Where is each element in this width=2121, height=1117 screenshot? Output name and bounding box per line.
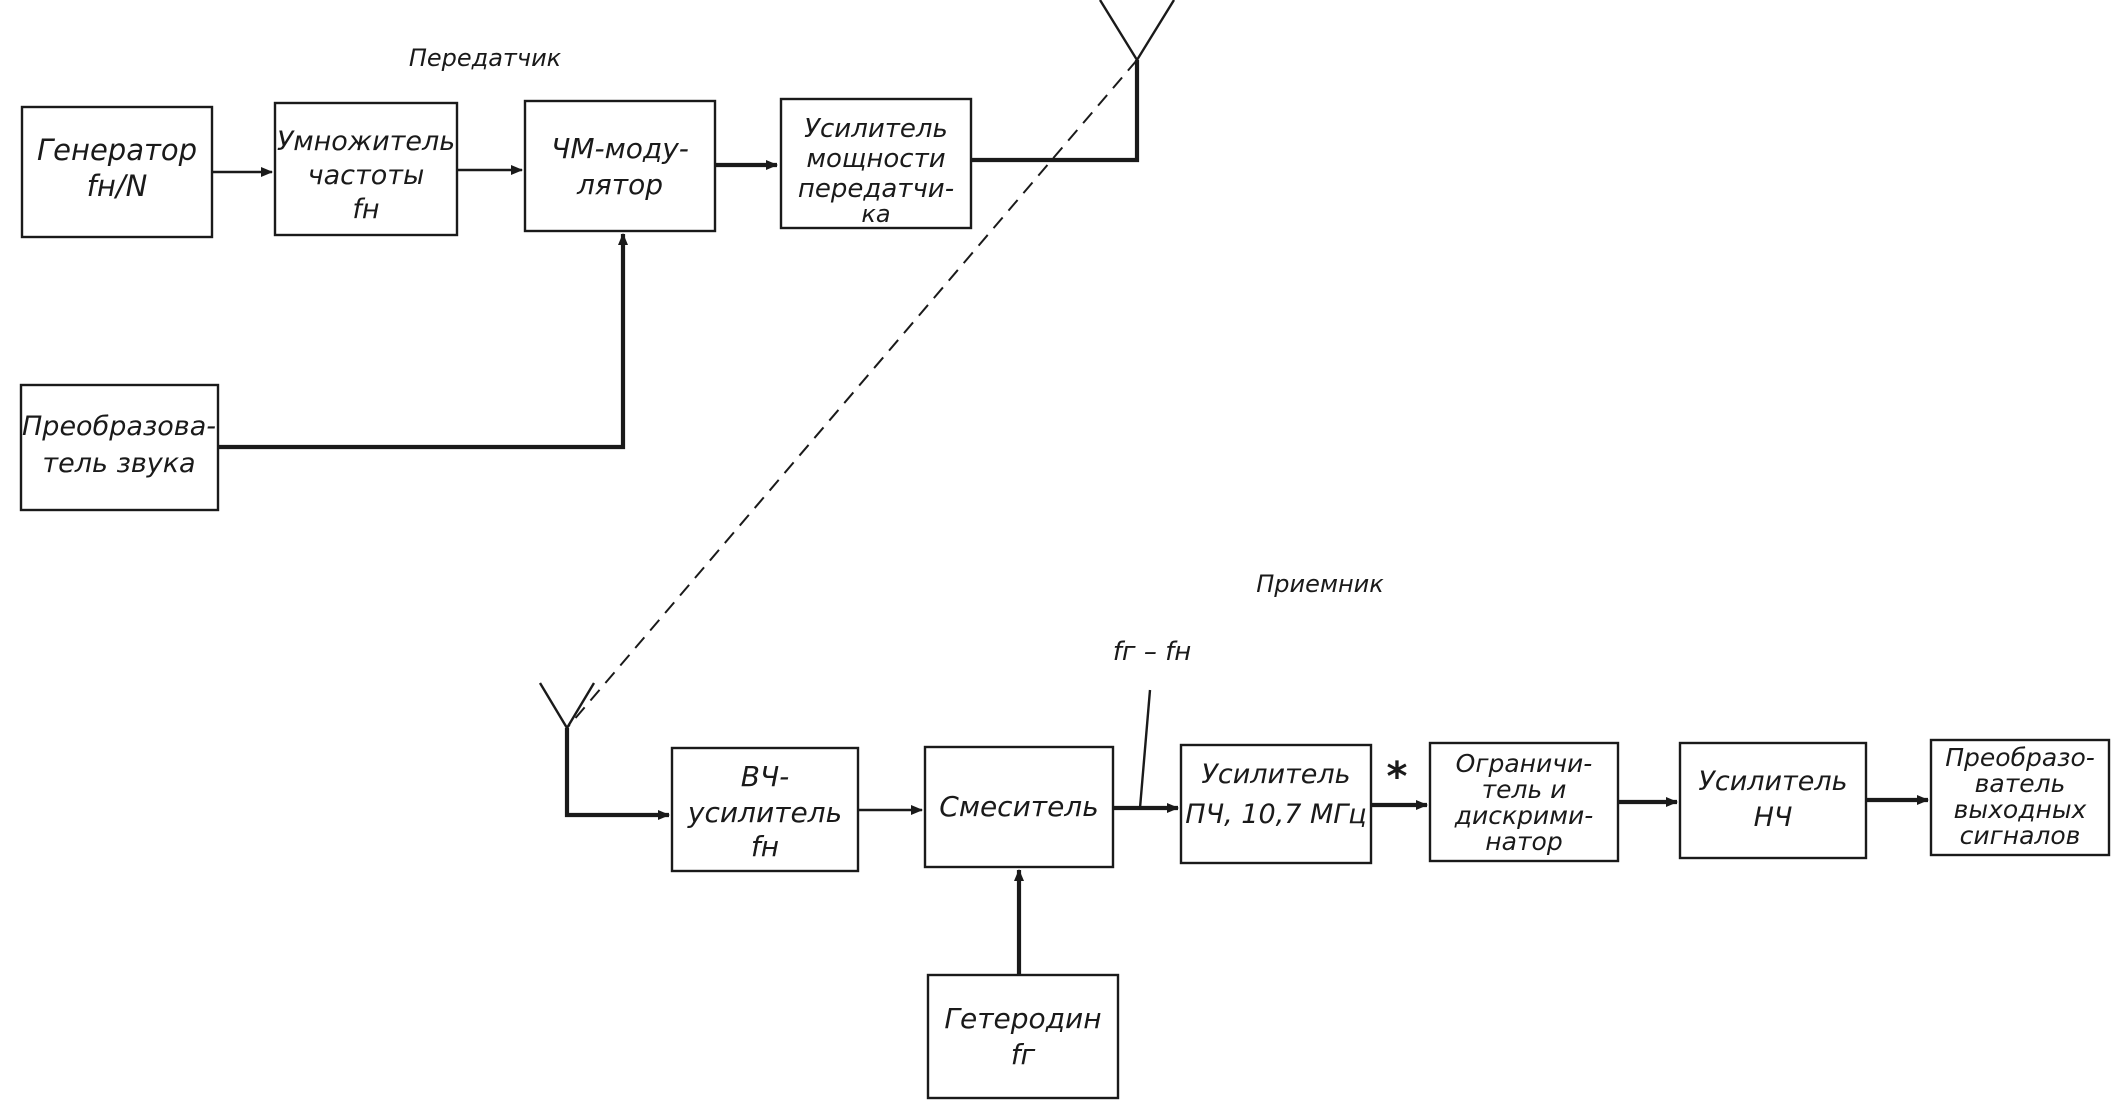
transmit-antenna-icon — [1098, 0, 1176, 63]
generator-label-2: fн/N — [87, 169, 148, 203]
rf-amp-label-1: ВЧ- — [741, 760, 790, 793]
asterisk-marker: * — [1387, 754, 1408, 800]
output-converter-label-3: выходных — [1954, 795, 2087, 824]
power-amp-label-1: Усилитель — [804, 114, 948, 144]
rf-amp-label-2: усилитель — [687, 796, 842, 829]
multiplier-label-1: Умножитель — [277, 126, 455, 157]
local-oscillator-label-2: fг — [1011, 1038, 1036, 1071]
lf-amp-label-2: НЧ — [1754, 802, 1793, 833]
generator-label-1: Генератор — [37, 133, 197, 167]
power-amp-label-4: ка — [861, 200, 890, 228]
local-oscillator-label-1: Гетеродин — [944, 1002, 1101, 1035]
transmitter-title: Передатчик — [409, 44, 562, 72]
generator-block: Генератор fн/N — [20, 105, 214, 239]
limiter-label-1: Ограничи- — [1456, 749, 1593, 778]
rf-amp-label-3: fн — [751, 830, 779, 863]
mixer-block: Смеситель — [923, 745, 1115, 869]
mixer-label: Смеситель — [939, 790, 1098, 823]
radio-link-dashed-line — [566, 59, 1138, 729]
fm-modulator-block: ЧМ-моду- лятор — [523, 99, 717, 233]
receive-antenna-icon — [538, 682, 596, 731]
output-converter-label-2: ватель — [1975, 769, 2066, 798]
output-converter-label-4: сигналов — [1960, 821, 2081, 850]
sound-converter-label-2: тель звука — [42, 448, 195, 479]
limiter-label-3: дискрими- — [1454, 801, 1594, 830]
output-converter-block: Преобразо- ватель выходных сигналов — [1929, 738, 2111, 857]
fm-modulator-label-1: ЧМ-моду- — [551, 132, 689, 165]
multiplier-label-3: fн — [352, 194, 379, 225]
receiver-title: Приемник — [1256, 570, 1384, 598]
rf-amplifier-block: ВЧ- усилитель fн — [670, 746, 860, 873]
lf-amplifier-block: Усилитель НЧ — [1678, 741, 1868, 860]
multiplier-label-2: частоты — [308, 160, 425, 191]
frequency-multiplier-block: Умножитель частоты fн — [273, 101, 459, 237]
sound-converter-label-1: Преобразова- — [22, 411, 216, 442]
if-amp-label-2: ПЧ, 10,7 МГц — [1185, 799, 1366, 830]
line-power-amp-to-antenna — [971, 60, 1140, 163]
freq-annotation-leader-line — [1138, 689, 1152, 809]
mixer-output-freq-label: fг – fн — [1113, 637, 1192, 667]
sound-converter-block: Преобразова- тель звука — [19, 383, 220, 512]
output-converter-label-1: Преобразо- — [1945, 743, 2095, 772]
arrow-antenna-to-rf-amp — [564, 728, 670, 820]
power-amp-label-2: мощности — [806, 144, 945, 174]
arrow-sound-converter-to-modulator — [218, 233, 628, 450]
limiter-discriminator-block: Ограничи- тель и дискрими- натор — [1428, 741, 1620, 863]
power-amp-label-3: передатчи- — [798, 174, 954, 204]
local-oscillator-block: Гетеродин fг — [926, 973, 1120, 1100]
fm-modulator-label-2: лятор — [576, 168, 663, 201]
power-amplifier-block: Усилитель мощности передатчи- ка — [779, 97, 973, 230]
if-amp-label-1: Усилитель — [1201, 759, 1350, 790]
limiter-label-2: тель и — [1482, 775, 1567, 804]
limiter-label-4: натор — [1485, 827, 1562, 856]
if-amplifier-block: Усилитель ПЧ, 10,7 МГц — [1179, 743, 1373, 865]
lf-amp-label-1: Усилитель — [1698, 766, 1847, 797]
